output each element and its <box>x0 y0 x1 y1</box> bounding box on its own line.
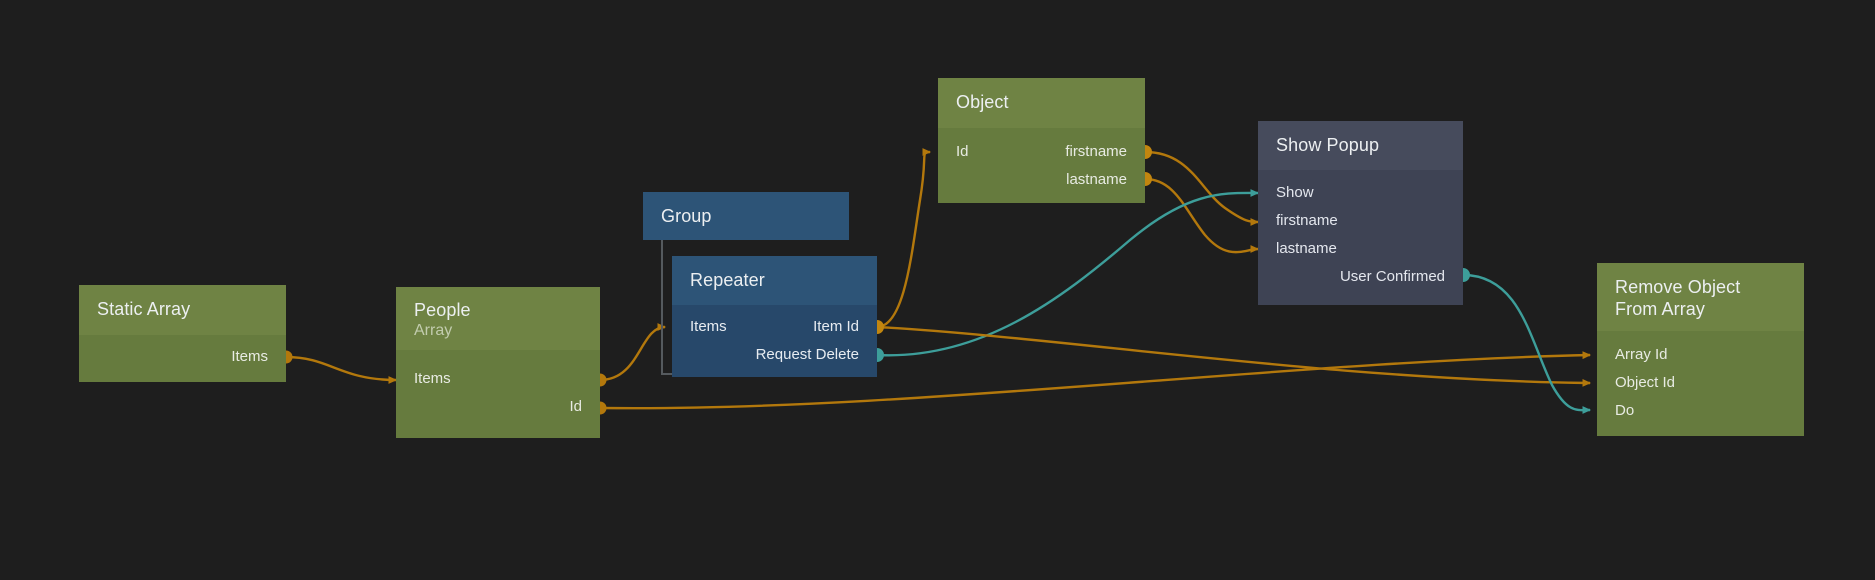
wire-people-items-to-repeater-items <box>599 323 667 382</box>
node-group[interactable]: Group <box>643 192 849 240</box>
port-repeater-requestdelete-out[interactable]: Request Delete <box>672 341 877 369</box>
wire-object-firstname-to-showpopup-firstname <box>1144 150 1260 226</box>
port-show-popup-firstname-in[interactable]: firstname <box>1258 207 1463 235</box>
port-show-popup-userconfirmed-out[interactable]: User Confirmed <box>1258 263 1463 291</box>
node-people-body: Items Id <box>396 350 600 438</box>
port-label-repeater-items: Items <box>690 318 727 335</box>
node-people-header: People Array <box>396 287 600 350</box>
node-people[interactable]: People Array Items Id <box>396 287 600 438</box>
port-object-id-in[interactable]: Id <box>938 138 1145 166</box>
port-label-people-items: Items <box>414 370 451 387</box>
node-remove-object-from-array[interactable]: Remove Object From Array Array Id Object… <box>1597 263 1804 436</box>
port-label-object-lastname: lastname <box>1066 171 1127 188</box>
port-people-id-out[interactable]: Id <box>396 393 600 421</box>
port-remove-object-arrayid-in[interactable]: Array Id <box>1597 341 1804 369</box>
port-label-object-firstname: firstname <box>1065 143 1127 160</box>
port-repeater-items-in[interactable]: Items <box>672 313 877 341</box>
node-repeater-header: Repeater <box>672 256 877 305</box>
node-static-array-title: Static Array <box>97 299 191 319</box>
port-label-repeater-itemid: Item Id <box>813 318 859 335</box>
node-group-title: Group <box>661 206 712 226</box>
node-group-header: Group <box>643 192 849 240</box>
port-label-static-array-items: Items <box>231 348 268 365</box>
port-label-show-popup-firstname: firstname <box>1276 212 1338 229</box>
node-object-body: Id lastname <box>938 128 1145 203</box>
wire-static-array-items-to-people-items <box>285 355 398 384</box>
port-label-remove-object-objectid: Object Id <box>1615 374 1676 391</box>
node-object[interactable]: Object Id lastname firstname <box>938 78 1145 203</box>
port-repeater-itemid-out[interactable]: Item Id <box>672 313 877 341</box>
port-label-show-popup-userconfirmed: User Confirmed <box>1339 268 1445 285</box>
node-static-array[interactable]: Static Array Items <box>79 285 286 382</box>
wire-repeater-itemid-to-removeobject-objectid <box>876 325 1592 387</box>
node-show-popup-body: Show firstname lastname User Confirmed <box>1258 170 1463 305</box>
port-object-firstname-out[interactable]: firstname <box>938 138 1145 166</box>
port-label-object-id: Id <box>956 143 969 160</box>
port-label-repeater-requestdelete: Request Delete <box>755 346 859 363</box>
port-show-popup-show-in[interactable]: Show <box>1258 179 1463 207</box>
node-remove-object-header: Remove Object From Array <box>1597 263 1804 331</box>
port-show-popup-lastname-in[interactable]: lastname <box>1258 235 1463 263</box>
node-repeater[interactable]: Repeater Items Request Delete Item Id <box>672 256 877 377</box>
wire-repeater-itemid-to-object-id <box>876 148 932 329</box>
node-repeater-title: Repeater <box>690 270 765 290</box>
port-static-array-items[interactable]: Items <box>79 343 286 371</box>
node-people-title: People <box>414 300 471 320</box>
node-people-subtitle: Array <box>414 322 453 339</box>
port-label-people-id: Id <box>569 398 582 415</box>
node-static-array-header: Static Array <box>79 285 286 335</box>
wire-repeater-requestdelete-to-showpopup-show <box>876 189 1260 357</box>
port-label-remove-object-arrayid: Array Id <box>1615 346 1668 363</box>
node-show-popup[interactable]: Show Popup Show firstname lastname User … <box>1258 121 1463 305</box>
node-remove-object-body: Array Id Object Id Do <box>1597 331 1804 436</box>
wire-object-lastname-to-showpopup-lastname <box>1144 177 1260 254</box>
wire-showpopup-userconfirmed-to-removeobject-do <box>1462 273 1592 414</box>
node-remove-object-title: Remove Object From Array <box>1615 277 1741 319</box>
port-remove-object-do-in[interactable]: Do <box>1597 397 1804 425</box>
node-object-title: Object <box>956 92 1009 112</box>
port-label-show-popup-lastname: lastname <box>1276 240 1337 257</box>
node-static-array-body: Items <box>79 335 286 382</box>
port-people-items-in[interactable]: Items <box>396 365 600 393</box>
node-show-popup-header: Show Popup <box>1258 121 1463 170</box>
port-label-remove-object-do: Do <box>1615 402 1635 419</box>
node-show-popup-title: Show Popup <box>1276 135 1380 155</box>
node-object-header: Object <box>938 78 1145 128</box>
port-remove-object-objectid-in[interactable]: Object Id <box>1597 369 1804 397</box>
port-object-lastname-out[interactable]: lastname <box>938 166 1145 194</box>
port-label-show-popup-show: Show <box>1276 184 1314 201</box>
